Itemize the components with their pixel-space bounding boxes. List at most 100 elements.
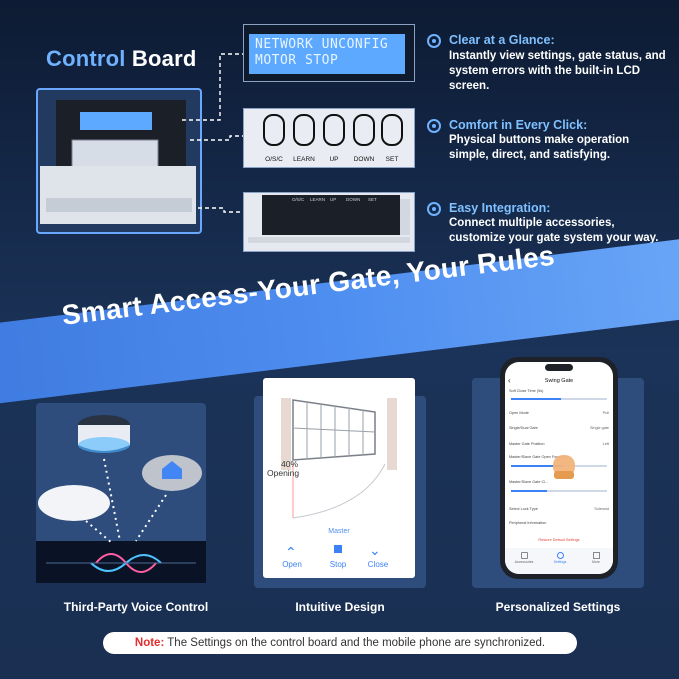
more-icon[interactable] xyxy=(593,552,600,559)
feature-heading-2: Comfort in Every Click: xyxy=(449,118,588,132)
buttons-closeup-frame: O/S/C LEARN UP DOWN SET xyxy=(243,108,415,168)
caption-settings: Personalized Settings xyxy=(495,600,621,614)
tab-more[interactable]: More xyxy=(592,560,600,564)
setting-value-2: Single gate xyxy=(590,426,609,430)
gate-post-right xyxy=(387,398,397,470)
open-button[interactable]: Open xyxy=(282,560,302,569)
close-icon[interactable]: ⌄ xyxy=(369,542,381,558)
title-rest: Board xyxy=(125,46,197,71)
setting-row-7[interactable]: Peripheral Information xyxy=(509,521,547,525)
dots-hub xyxy=(135,494,167,542)
open-icon[interactable]: ⌃ xyxy=(285,544,297,560)
button-osc xyxy=(263,114,285,146)
terminal-closeup-frame: O/S/C LEARN UP DOWN SET xyxy=(243,192,415,252)
setting-row-4: Master/Slave Gate Open Force(A) xyxy=(509,455,567,459)
connector-lcd xyxy=(182,53,244,121)
feature-icon-2 xyxy=(427,119,441,133)
home-icon xyxy=(162,461,182,479)
term-label-down: DOWN xyxy=(346,197,360,202)
feature-body-3: Connect multiple accessories, customize … xyxy=(449,217,659,244)
buttons-illustration: O/S/C LEARN UP DOWN SET xyxy=(244,109,414,167)
note-label: Note: xyxy=(134,637,165,649)
slider-fill-4 xyxy=(511,465,563,467)
caption-voice: Third-Party Voice Control xyxy=(63,600,209,614)
phone-notch xyxy=(545,364,573,371)
setting-row-2[interactable]: Single/Dual Gate xyxy=(509,426,538,430)
button-learn xyxy=(293,114,315,146)
gate-master-label: Master xyxy=(328,528,350,535)
tab-settings[interactable]: Settings xyxy=(553,560,567,564)
hand-cuff xyxy=(554,471,574,479)
slider-fill-0 xyxy=(511,398,561,400)
feature-icon-1 xyxy=(427,34,441,48)
mini-terminal-row xyxy=(46,198,192,212)
term-label-set: SET xyxy=(368,197,377,202)
button-down xyxy=(353,114,375,146)
voice-illustration xyxy=(36,415,206,583)
gate-status: Opening xyxy=(267,468,300,478)
gate-progress: 40% Opening xyxy=(267,460,299,478)
button-set xyxy=(381,114,403,146)
connector-lines xyxy=(182,53,244,213)
gateway-device xyxy=(38,485,110,521)
slider-track-5[interactable] xyxy=(511,490,607,492)
lcd-screen: NETWORK UNCONFIG MOTOR STOP xyxy=(249,34,405,74)
accessories-icon[interactable] xyxy=(521,552,528,559)
gate-bars xyxy=(292,402,376,459)
connector-terminal xyxy=(198,207,244,213)
dots-speaker xyxy=(103,458,121,542)
setting-row-0: Soft Close Time (5s) xyxy=(509,389,544,393)
gate-post-left xyxy=(281,398,291,470)
tab-accessories[interactable]: Accessories xyxy=(514,560,534,564)
sync-note: Note: The Settings on the control board … xyxy=(103,632,577,654)
setting-row-6[interactable]: Select Lock Type xyxy=(509,507,538,511)
restore-defaults-button[interactable]: Restore Default Settings xyxy=(538,538,580,542)
setting-row-5: Master/Slave Gate Cl... xyxy=(509,480,549,484)
stop-button[interactable]: Stop xyxy=(329,560,347,569)
terminal-illustration: O/S/C LEARN UP DOWN SET xyxy=(244,193,414,251)
gate-illustration xyxy=(281,398,397,519)
term-label-osc: O/S/C xyxy=(292,197,305,202)
button-label-osc: O/S/C xyxy=(265,156,283,163)
feature-heading-1: Clear at a Glance: xyxy=(449,33,555,47)
gate-leaf xyxy=(292,399,376,461)
note-text: The Settings on the control board and th… xyxy=(164,637,546,649)
lcd-line-1: NETWORK UNCONFIG xyxy=(255,37,389,52)
control-board-title: Control Board xyxy=(46,46,196,72)
terminal-housing xyxy=(262,195,400,235)
voice-card xyxy=(36,403,206,583)
settings-icon[interactable] xyxy=(557,552,564,559)
caption-design: Intuitive Design xyxy=(295,600,385,614)
title-highlight: Control xyxy=(46,46,126,71)
mini-terminal-block xyxy=(40,166,196,224)
button-label-down: DOWN xyxy=(354,156,375,163)
button-up xyxy=(323,114,345,146)
buttons-panel xyxy=(244,109,414,167)
speaker-light-ring xyxy=(78,437,130,453)
setting-value-1: Pull xyxy=(602,411,609,415)
setting-row-1[interactable]: Open Mode xyxy=(509,411,529,415)
stop-icon[interactable] xyxy=(334,545,342,553)
phone-tabbar: Accessories Settings More xyxy=(505,548,613,574)
feature-body-1: Instantly view settings, gate status, an… xyxy=(449,50,666,92)
back-icon[interactable]: ‹ xyxy=(508,376,511,385)
feature-icon-3 xyxy=(427,202,441,216)
close-button[interactable]: Close xyxy=(367,560,389,569)
term-label-up: UP xyxy=(330,197,336,202)
swing-arc xyxy=(292,463,386,519)
dots-gateway xyxy=(85,520,113,544)
board-illustration xyxy=(40,100,196,224)
term-label-learn: LEARN xyxy=(310,197,325,202)
button-label-up: UP xyxy=(329,156,338,163)
board-photo-frame xyxy=(36,88,202,234)
button-label-learn: LEARN xyxy=(293,156,315,163)
feature-body-2: Physical buttons make operation simple, … xyxy=(449,134,630,161)
terminal-side-strip xyxy=(400,199,410,235)
setting-row-3[interactable]: Master Gate Position xyxy=(509,442,545,446)
soundwave-bg xyxy=(36,541,206,583)
setting-value-6: Solenoid xyxy=(594,507,609,511)
gate-percent: 40% xyxy=(281,459,299,469)
phone-title: Swing Gate xyxy=(544,378,574,384)
gate-app-panel: 40% Opening Master ⌃ ⌄ Open Stop Close xyxy=(263,378,415,578)
